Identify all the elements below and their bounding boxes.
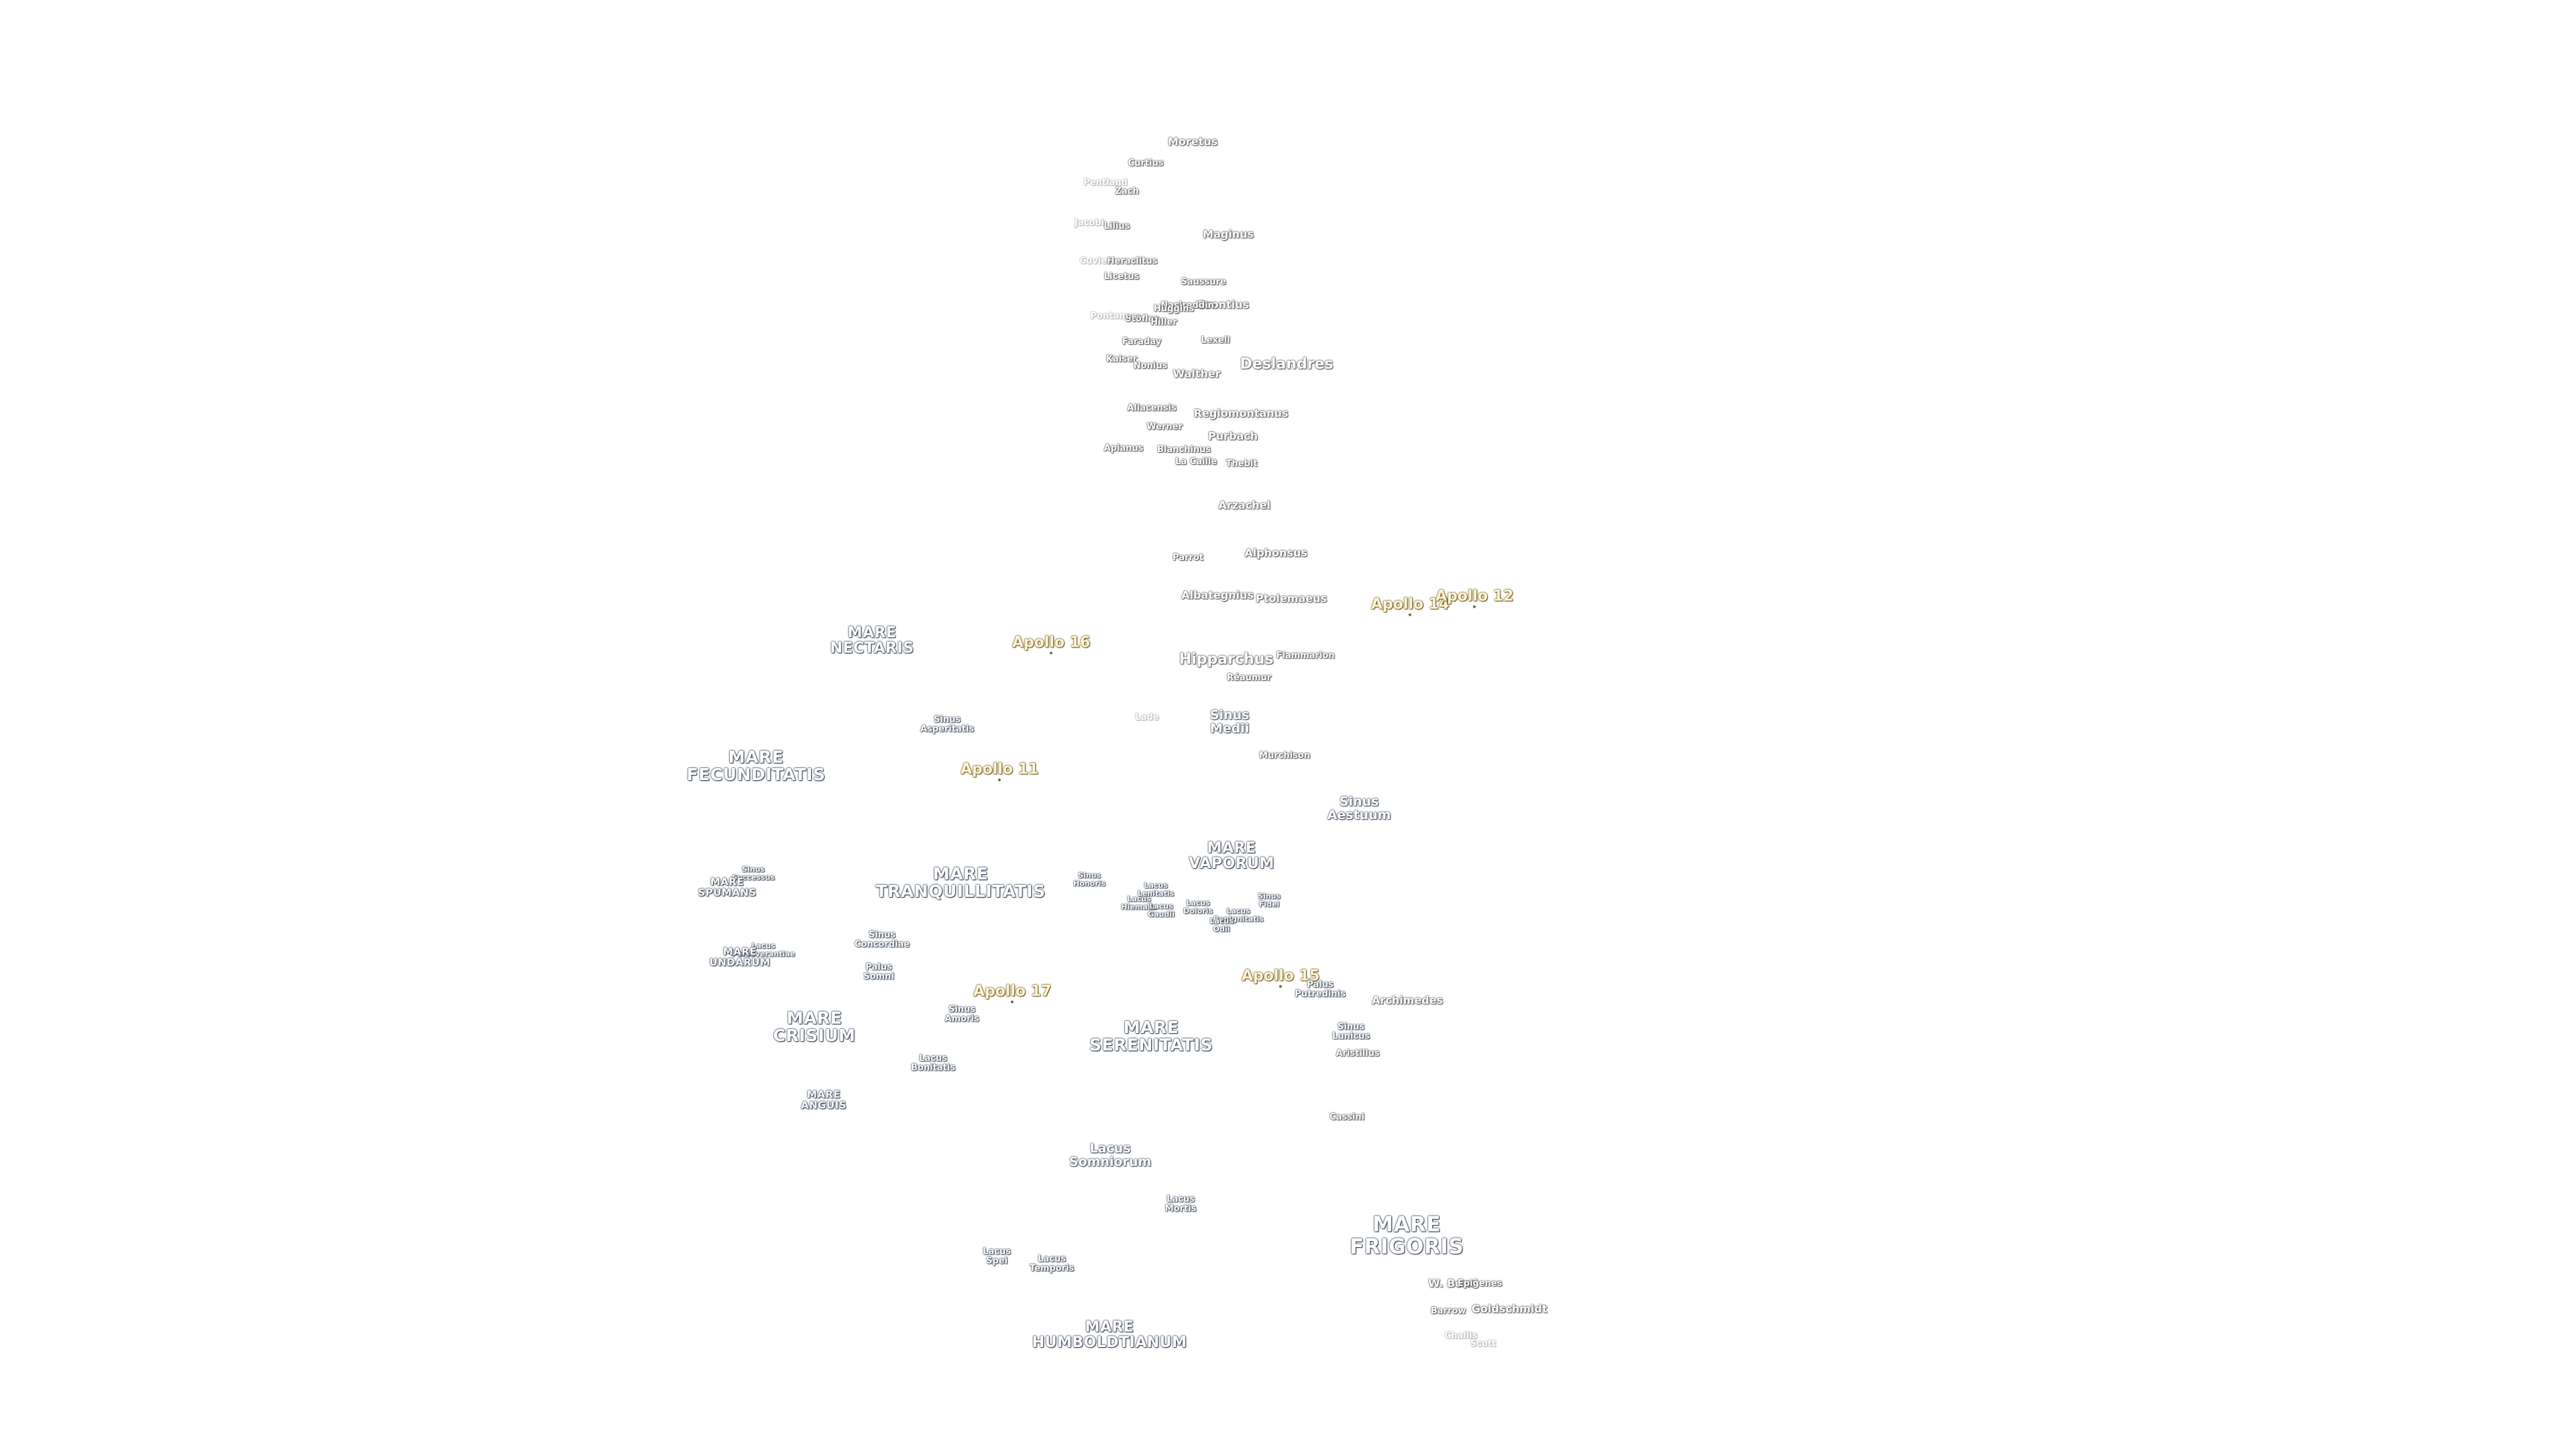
feature-label-lacus-gaudii[interactable]: Lacus Gaudii bbox=[1148, 902, 1175, 918]
mare-label-mare-tranquillitatis[interactable]: MARE TRANQUILLITATIS bbox=[875, 863, 1046, 901]
feature-label-lacus-spei[interactable]: Lacus Spei bbox=[983, 1246, 1011, 1266]
crater-label-murchison[interactable]: Murchison bbox=[1259, 751, 1310, 761]
crater-label-barrow[interactable]: Barrow bbox=[1430, 1306, 1466, 1317]
feature-label-lacus-somniorum[interactable]: Lacus Somniorum bbox=[1069, 1141, 1152, 1169]
crater-label-flammarion[interactable]: Flammarion bbox=[1276, 651, 1335, 661]
mare-label-mare-serenitatis[interactable]: MARE SERENITATIS bbox=[1089, 1017, 1214, 1055]
feature-label-sinus-aestuum[interactable]: Sinus Aestuum bbox=[1327, 794, 1391, 822]
crater-label-moretus[interactable]: Moretus bbox=[1167, 135, 1218, 148]
feature-label-lacus-doloris[interactable]: Lacus Doloris bbox=[1183, 898, 1213, 915]
crater-label-blanchinus[interactable]: Blanchinus bbox=[1157, 445, 1212, 455]
crater-label-zach[interactable]: Zach bbox=[1115, 186, 1139, 197]
crater-label-pentland[interactable]: Pentland bbox=[1083, 178, 1128, 189]
crater-label-purbach[interactable]: Purbach bbox=[1208, 429, 1258, 443]
crater-label-werner[interactable]: Werner bbox=[1146, 422, 1183, 433]
crater-label-faraday[interactable]: Faraday bbox=[1122, 337, 1162, 347]
feature-label-sinus-fidei[interactable]: Sinus Fidei bbox=[1258, 892, 1281, 908]
crater-label-hiller[interactable]: Hiller bbox=[1150, 317, 1177, 328]
crater-label-saussure[interactable]: Saussure bbox=[1181, 277, 1226, 288]
crater-label-challis[interactable]: Challis bbox=[1444, 1331, 1478, 1342]
mare-label-mare-anguis[interactable]: MARE ANGUIS bbox=[800, 1088, 847, 1111]
landing-site-apollo-16[interactable]: Apollo 16 bbox=[1012, 634, 1091, 655]
crater-label-lilius[interactable]: Lilius bbox=[1104, 221, 1130, 232]
landing-site-apollo-14[interactable]: Apollo 14 bbox=[1371, 596, 1450, 616]
landing-site-apollo-12[interactable]: Apollo 12 bbox=[1435, 588, 1514, 608]
feature-label-lacus-hiemalis[interactable]: Lacus Hiemalis bbox=[1121, 894, 1157, 911]
crater-label-w-bond[interactable]: W. Bond bbox=[1428, 1277, 1479, 1290]
feature-label-sinus-honoris[interactable]: Sinus Honoris bbox=[1073, 871, 1106, 888]
mare-label-mare-humboldtianum[interactable]: MARE HUMBOLDTIANUM bbox=[1032, 1318, 1187, 1351]
feature-label-sinus-concordiae[interactable]: Sinus Concordiae bbox=[854, 930, 910, 949]
feature-label-sinus-successus[interactable]: Sinus Successus bbox=[732, 865, 775, 881]
landing-site-apollo-15[interactable]: Apollo 15 bbox=[1241, 967, 1320, 988]
crater-label-thebit[interactable]: Thebit bbox=[1226, 459, 1258, 470]
crater-label-st-fler[interactable]: Stöfler bbox=[1125, 314, 1159, 325]
feature-label-lacus-temporis[interactable]: Lacus Temporis bbox=[1029, 1254, 1075, 1273]
crater-label-nasireddin[interactable]: Nasireddin bbox=[1161, 301, 1214, 311]
feature-label-lacus-lenitatis[interactable]: Lacus Lenitatis bbox=[1137, 881, 1175, 898]
crater-label-scott[interactable]: Scott bbox=[1470, 1339, 1497, 1350]
feature-label-lacus-mortis[interactable]: Lacus Mortis bbox=[1165, 1194, 1197, 1214]
crater-label-goldschmidt[interactable]: Goldschmidt bbox=[1471, 1302, 1548, 1316]
crater-label-ptolemaeus[interactable]: Ptolemaeus bbox=[1256, 592, 1327, 605]
crater-label-apianus[interactable]: Apianus bbox=[1104, 443, 1144, 454]
mare-label-mare-undarum[interactable]: MARE UNDARUM bbox=[709, 945, 771, 968]
crater-label-pontanus[interactable]: Pontanus bbox=[1090, 311, 1137, 322]
feature-label-lacus-benignitatis[interactable]: Lacus Benignitatis bbox=[1213, 906, 1264, 923]
crater-label-la-caille[interactable]: La Caille bbox=[1175, 457, 1218, 468]
mare-label-mare-vaporum[interactable]: MARE VAPORUM bbox=[1189, 839, 1275, 872]
feature-label-lacus-bonitatis[interactable]: Lacus Bonitatis bbox=[911, 1053, 955, 1073]
crater-label-kaiser[interactable]: Kaiser bbox=[1106, 354, 1138, 365]
crater-label-deslandres[interactable]: Deslandres bbox=[1240, 356, 1334, 373]
crater-label-aliacensis[interactable]: Aliacensis bbox=[1127, 403, 1177, 414]
feature-label-lacus-odii[interactable]: Lacus Odii bbox=[1210, 916, 1234, 933]
crater-label-hipparchus[interactable]: Hipparchus bbox=[1179, 651, 1274, 668]
crater-label-lade[interactable]: Lade bbox=[1135, 712, 1159, 723]
landing-site-apollo-17[interactable]: Apollo 17 bbox=[973, 983, 1052, 1004]
crater-label-jacobi[interactable]: Jacobi bbox=[1074, 218, 1105, 229]
crater-label-heraclitus[interactable]: Heraclitus bbox=[1107, 256, 1158, 267]
crater-label-maginus[interactable]: Maginus bbox=[1203, 227, 1254, 241]
crater-label-parrot[interactable]: Parrot bbox=[1173, 553, 1203, 564]
crater-label-licetus[interactable]: Licetus bbox=[1104, 272, 1140, 282]
feature-label-sinus-amoris[interactable]: Sinus Amoris bbox=[945, 1004, 979, 1024]
crater-label-r-aumur[interactable]: Réaumur bbox=[1226, 673, 1272, 684]
crater-label-huggins[interactable]: Huggins bbox=[1153, 304, 1195, 315]
crater-label-nonius[interactable]: Nonius bbox=[1133, 361, 1168, 372]
mare-label-mare-frigoris[interactable]: MARE FRIGORIS bbox=[1349, 1212, 1464, 1258]
feature-label-palus-somni[interactable]: Palus Somni bbox=[863, 962, 894, 981]
crater-label-curtius[interactable]: Curtius bbox=[1128, 158, 1164, 169]
mare-label-mare-spumans[interactable]: MARE SPUMANS bbox=[698, 875, 757, 898]
crater-label-epigenes[interactable]: Epigenes bbox=[1457, 1279, 1503, 1289]
feature-label-sinus-lunicus[interactable]: Sinus Lunicus bbox=[1332, 1022, 1370, 1041]
crater-label-cuvier[interactable]: Cuvier bbox=[1079, 256, 1112, 267]
crater-label-albategnius[interactable]: Albategnius bbox=[1181, 588, 1254, 602]
crater-label-regiomontanus[interactable]: Regiomontanus bbox=[1193, 407, 1289, 420]
crater-label-orontius[interactable]: Orontius bbox=[1197, 298, 1249, 311]
crater-label-archimedes[interactable]: Archimedes bbox=[1372, 994, 1443, 1007]
mare-label-mare-crisium[interactable]: MARE CRISIUM bbox=[773, 1008, 856, 1045]
mare-label-mare-fecunditatis[interactable]: MARE FECUNDITATIS bbox=[686, 747, 826, 784]
crater-label-aristillus[interactable]: Aristillus bbox=[1336, 1049, 1380, 1059]
landing-site-apollo-11[interactable]: Apollo 11 bbox=[960, 761, 1039, 782]
feature-label-sinus-asperitatis[interactable]: Sinus Asperitatis bbox=[920, 714, 975, 734]
crater-label-cassini[interactable]: Cassini bbox=[1330, 1112, 1364, 1123]
feature-label-lacus-perseverantiae[interactable]: Lacus Perseverantiae bbox=[731, 941, 796, 958]
crater-label-walther[interactable]: Walther bbox=[1173, 367, 1221, 380]
feature-label-sinus-medii[interactable]: Sinus Medii bbox=[1210, 708, 1250, 736]
crater-label-alphonsus[interactable]: Alphonsus bbox=[1244, 546, 1307, 559]
crater-label-lexell[interactable]: Lexell bbox=[1201, 335, 1230, 346]
crater-label-arzachel[interactable]: Arzachel bbox=[1218, 498, 1271, 512]
feature-label-palus-putredinis[interactable]: Palus Putredinis bbox=[1295, 979, 1346, 999]
mare-label-mare-nectaris[interactable]: MARE NECTARIS bbox=[830, 624, 914, 657]
